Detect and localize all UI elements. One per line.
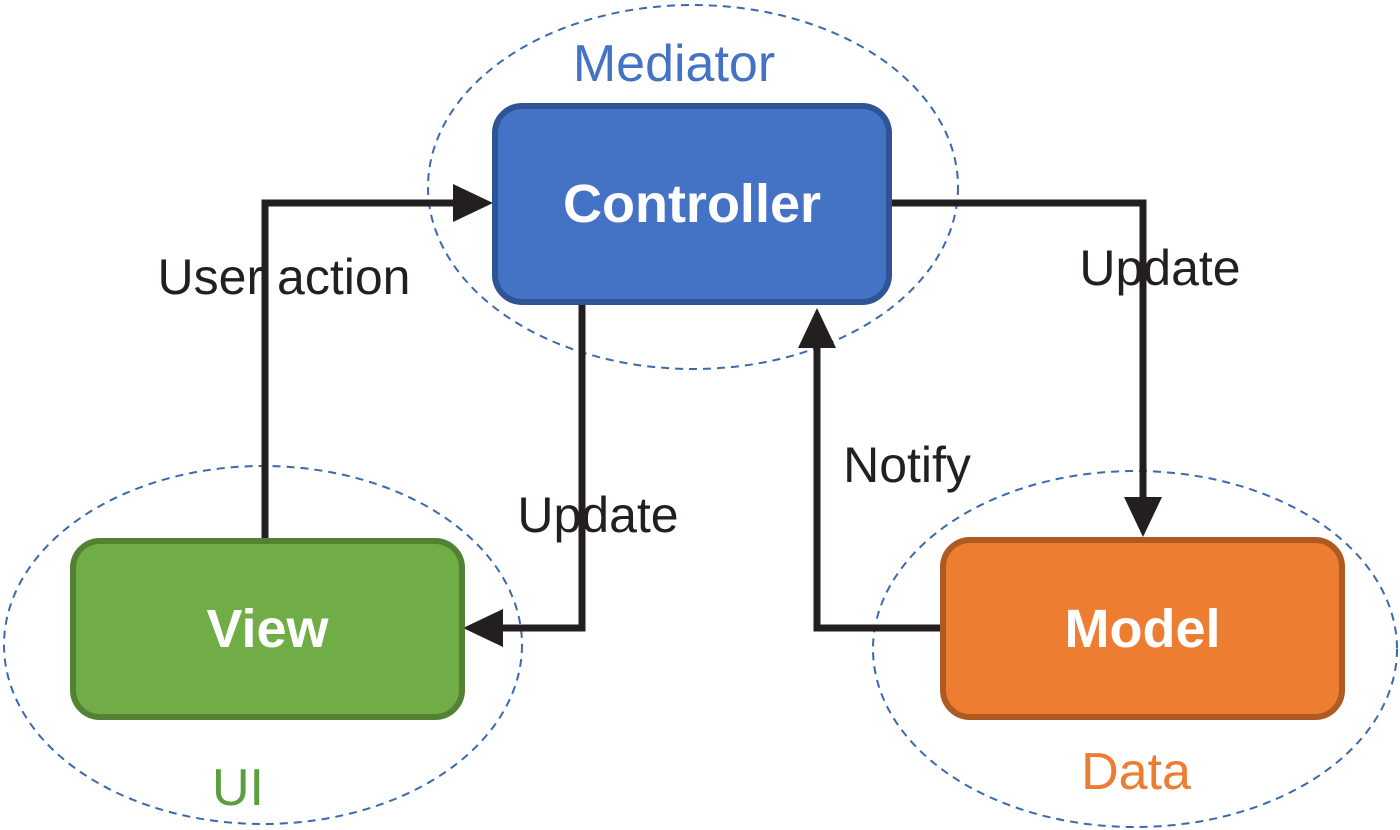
data-group-label: Data (1081, 743, 1191, 801)
update-view-arrow (463, 305, 586, 647)
arrowhead-right-icon (453, 184, 493, 222)
view-node: View (70, 538, 465, 720)
model-node-label: Model (1064, 598, 1221, 659)
controller-node: Controller (492, 103, 892, 305)
user-action-arrow (261, 184, 493, 538)
view-node-label: View (206, 599, 329, 659)
ui-group-label: UI (212, 759, 264, 817)
data-ellipse (872, 470, 1398, 828)
update-model-edge-label: Update (1079, 240, 1241, 296)
mediator-group-label: Mediator (572, 35, 776, 93)
arrowhead-down-icon (1124, 497, 1162, 537)
arrowhead-left-icon (463, 609, 503, 647)
arrowhead-up-icon (798, 308, 836, 348)
model-node: Model (940, 537, 1345, 720)
update-model-arrow (892, 199, 1162, 537)
controller-node-label: Controller (562, 174, 821, 234)
user-action-edge-label: User action (157, 249, 411, 305)
notify-edge-label: Notify (843, 437, 971, 493)
update-view-edge-label: Update (517, 487, 679, 543)
notify-arrow (798, 308, 943, 632)
mediator-ellipse (427, 4, 959, 370)
